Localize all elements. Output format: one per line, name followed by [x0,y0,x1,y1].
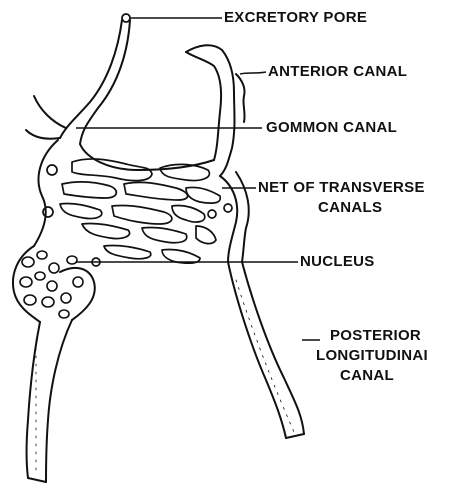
left-posterior-canal [27,320,73,482]
anterior-canal [186,45,245,176]
label-anterior-canal: ANTERIOR CANAL [268,62,407,81]
label-excretory-pore: EXCRETORY PORE [224,8,367,27]
label-posterior-longitudinal-canal-3: CANAL [340,366,394,385]
label-net-of-transverse-canals-2: CANALS [318,198,382,217]
net-of-transverse-canals [43,159,232,266]
label-posterior-longitudinal-canal-2: LONGITUDINAI [316,346,428,365]
common-canal-duct [26,20,130,144]
excretory-pore [122,14,130,22]
posterior-longitudinal-canal [228,262,304,438]
label-nucleus: NUCLEUS [300,252,375,271]
transverse-net-outline [34,140,249,262]
leader-anterior-canal [240,72,266,74]
nucleus [20,251,83,318]
label-common-canal: GOMMON CANAL [266,118,397,137]
label-posterior-longitudinal-canal-1: POSTERIOR [330,326,421,345]
label-net-of-transverse-canals-1: NET OF TRANSVERSE [258,178,425,197]
